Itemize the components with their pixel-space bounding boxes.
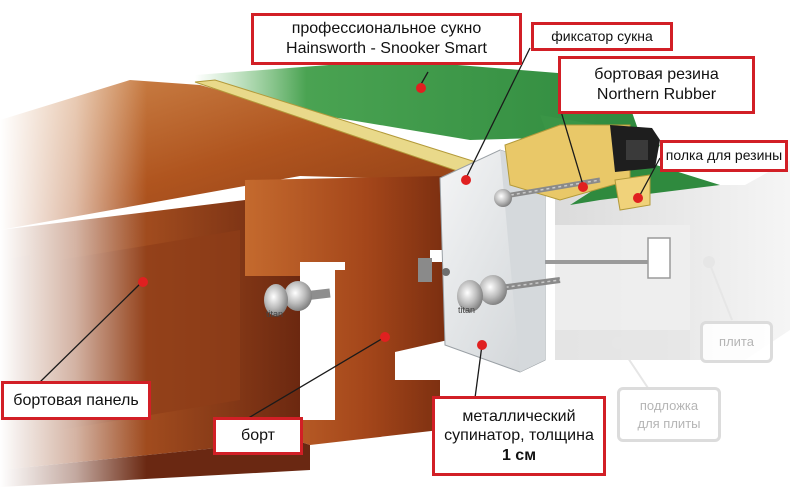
label-metal-support-line1: металлический [462, 407, 576, 425]
marker-rail [380, 332, 390, 342]
bolt-brand-text: titan [266, 309, 283, 319]
leader-lines [39, 47, 661, 421]
bolt-brand-text: titan [458, 305, 475, 315]
leader-rubber-shelf [639, 157, 661, 196]
metal-support-plate [418, 149, 546, 373]
label-rail: борт [213, 417, 303, 455]
marker-cloth [416, 83, 426, 93]
label-cloth: профессиональное сукно Hainsworth - Snoo… [251, 13, 522, 65]
slate [540, 160, 790, 360]
label-rubber-shelf: полка для резины [660, 140, 788, 172]
marker-cushion-rubber [578, 182, 588, 192]
leader-metal-support [474, 344, 483, 399]
markers [138, 83, 643, 350]
marker-side-panel [138, 277, 148, 287]
label-slate-underlay-line2: для плиты [637, 415, 701, 431]
leader-slate [708, 261, 733, 321]
leader-cloth-clip [466, 47, 531, 177]
label-side-panel: бортовая панель [1, 381, 151, 420]
label-cloth-clip: фиксатор сукна [531, 22, 673, 51]
label-metal-support-line2: супинатор, толщина [444, 427, 594, 445]
leader-side-panel [39, 281, 143, 383]
leader-rail [244, 336, 386, 421]
label-metal-support: металлический супинатор, толщина 1 см [432, 396, 606, 476]
leader-slate-underlay [617, 342, 649, 389]
label-cushion-rubber-line2: Northern Rubber [596, 86, 717, 103]
label-cloth-line1: профессиональное сукно [291, 20, 482, 38]
rubber-shelf [504, 124, 660, 211]
bolt-left: titan [264, 281, 331, 319]
label-cushion-rubber: бортовая резина Northern Rubber [558, 56, 755, 114]
marker-rubber-shelf [633, 193, 643, 203]
marker-cloth-clip [461, 175, 471, 185]
label-cushion-rubber-line1: бортовая резина [594, 66, 719, 84]
label-metal-support-line3: 1 см [501, 446, 537, 464]
label-slate-underlay-line1: подложка [639, 397, 699, 413]
leader-cushion-rubber [559, 107, 584, 186]
label-cloth-line2: Hainsworth - Snooker Smart [286, 40, 487, 57]
marker-metal-support [477, 340, 487, 350]
label-slate-underlay: подложка для плиты [617, 387, 721, 442]
label-slate: плита [700, 321, 773, 363]
bolt-right: titan [457, 275, 561, 315]
